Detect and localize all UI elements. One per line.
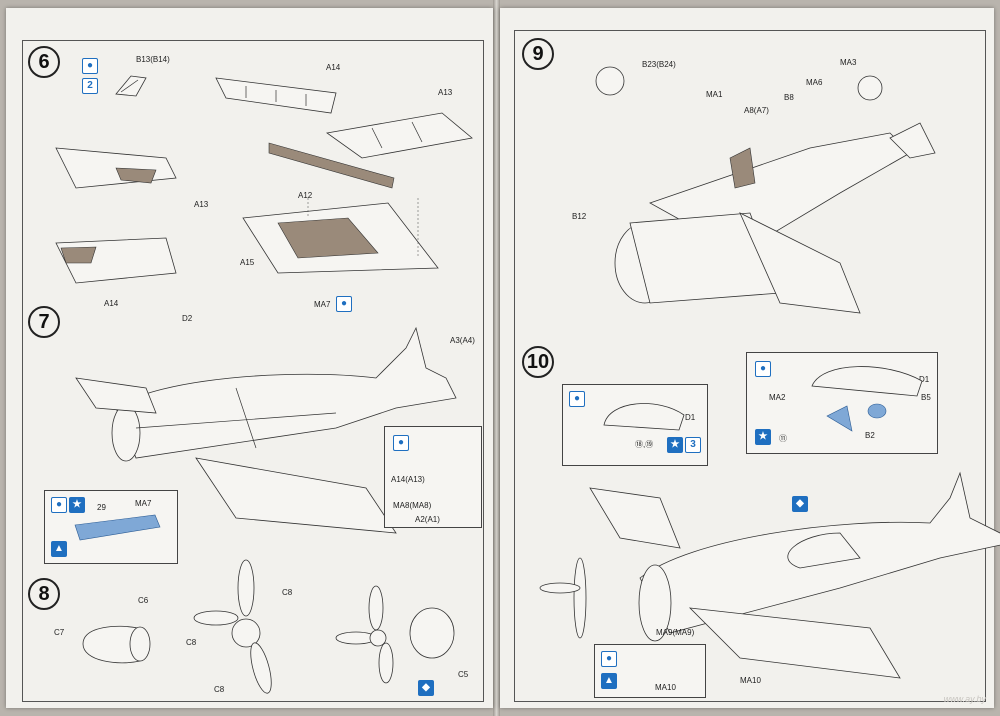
propeller-blades: [193, 559, 272, 694]
step-9-number: 9: [522, 38, 554, 70]
ma7-inset: ● ★ ▲ MA7 29: [44, 490, 178, 564]
watermark: www.ay.by: [943, 694, 986, 704]
label-b8: B8: [784, 93, 794, 102]
label-d1-left: D1: [685, 413, 696, 422]
paint-icon-ma7: ●: [51, 497, 67, 513]
left-frame: [22, 40, 484, 702]
paint-icon-ma10: ●: [601, 651, 617, 667]
left-page: 6 ● 2 B13(B14) A14 A13 A13 A12 A15 A14 7…: [6, 8, 493, 708]
label-a3: A3(A4): [450, 336, 475, 345]
label-b5: B5: [921, 393, 931, 402]
step-8-number: 8: [28, 578, 60, 610]
label-a14-a13: A14(A13): [391, 475, 425, 484]
label-b2: B2: [865, 431, 875, 440]
label-b23: B23(B24): [642, 60, 676, 69]
fuselage-floor-assembly: [242, 198, 439, 274]
ma7-part: [74, 514, 161, 541]
right-frame: [514, 30, 986, 702]
canopy-inset-left: ● D1 ⑱,⑲ ★ 3: [562, 384, 708, 466]
label-ma1: MA1: [706, 90, 723, 99]
label-a14-bottom: A14: [104, 299, 119, 308]
label-a8: A8(A7): [744, 106, 769, 115]
wing-a14-top: [215, 77, 337, 114]
label-a15: A15: [240, 258, 255, 267]
canopy-inset-right: ● ★ D1 MA2 B5 B2 ⑪: [746, 352, 938, 454]
wing-a13-left: [55, 147, 177, 189]
label-a13-left: A13: [194, 200, 209, 209]
spinner-c7-c6: [82, 625, 151, 664]
aircraft-step7-drawing: [75, 326, 457, 534]
quantity-icon: 2: [82, 78, 98, 94]
paint-icon-canopy-right: ●: [755, 361, 771, 377]
decal-icon-step10: ◆: [792, 496, 808, 512]
aircraft-step9-drawing: [595, 66, 936, 314]
label-ma2: MA2: [769, 393, 786, 402]
label-c7: C7: [54, 628, 65, 637]
part-a12: [268, 142, 395, 189]
label-c5: C5: [458, 670, 469, 679]
star-icon: ★: [69, 497, 85, 513]
step-10-number: 10: [522, 346, 554, 378]
label-ma6: MA6: [806, 78, 823, 87]
label-d1-right: D1: [919, 375, 930, 384]
label-c8-left: C8: [186, 638, 197, 647]
paint-icon-step7: ●: [336, 296, 352, 312]
label-b13: B13(B14): [136, 55, 170, 64]
page-gutter: [493, 0, 500, 716]
label-a14-top: A14: [326, 63, 341, 72]
label-c8-top: C8: [282, 588, 293, 597]
label-a13-top: A13: [438, 88, 453, 97]
arrow-icon-ma10: ▲: [601, 673, 617, 689]
paint-icon: ●: [82, 58, 98, 74]
decal-numbers: ⑱,⑲: [635, 440, 654, 449]
canopy-d1: [603, 403, 685, 431]
canopy-parts: [811, 366, 923, 432]
step-6-number: 6: [28, 46, 60, 78]
star-icon-canopy-right: ★: [755, 429, 771, 445]
label-b12: B12: [572, 212, 587, 221]
decal-icon: ◆: [418, 680, 434, 696]
part-b13-drawing: [115, 75, 147, 97]
label-ma3: MA3: [840, 58, 857, 67]
right-page: 9 B23(B24) MA1 MA3 MA6 B8 A8(A7) B12 10 …: [500, 8, 1000, 708]
label-c8-bottom: C8: [214, 685, 225, 694]
label-d2: D2: [182, 314, 193, 323]
label-ma7-inset: MA7: [135, 499, 152, 508]
wing-a14-bottom: [55, 237, 177, 284]
quantity-3-icon: 3: [685, 437, 701, 453]
label-ma7: MA7: [314, 300, 331, 309]
label-ma8: MA8(MA8): [393, 501, 432, 510]
label-c6: C6: [138, 596, 149, 605]
label-ma10-inset: MA10: [655, 683, 676, 692]
step-7-number: 7: [28, 306, 60, 338]
wing-a13: [325, 112, 473, 159]
decal-number-11: ⑪: [779, 434, 787, 443]
star-icon-canopy: ★: [667, 437, 683, 453]
aircraft-step10-drawing: [539, 471, 1000, 679]
ma10-inset: ● ▲ MA10: [594, 644, 706, 698]
label-ma10: MA10: [740, 676, 761, 685]
detail-inset-step7: ● A14(A13) MA8(MA8) A2(A1): [384, 426, 482, 528]
propeller-assembly: [335, 585, 455, 684]
arrow-icon: ▲: [51, 541, 67, 557]
label-a12: A12: [298, 191, 313, 200]
label-a2: A2(A1): [415, 515, 440, 524]
label-ma9: MA9(MA9): [656, 628, 695, 637]
decal-number: 29: [97, 503, 106, 512]
paint-icon-inset: ●: [393, 435, 409, 451]
paint-icon-canopy: ●: [569, 391, 585, 407]
